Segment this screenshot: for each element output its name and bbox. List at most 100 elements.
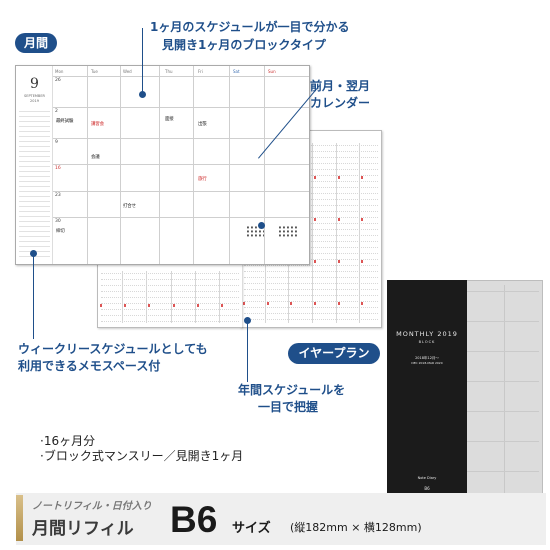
yearly-row-line [244,301,378,302]
yearly-holiday-mark [314,218,316,221]
yearly-row-line [244,241,378,242]
yearly-row-line [244,289,378,290]
yearly-holiday-mark [361,176,364,179]
yearly-row-line [244,295,378,296]
yearly-row-line [101,309,239,310]
handwriting-4: 出張 [198,122,207,127]
grid-row-line [53,138,309,139]
weekday-fri: Fri [198,69,203,74]
inside-page-row-line [467,471,539,472]
refill-cover: MONTHLY 2019 BLOCK 2018年12月～ DEC 2018-MA… [387,280,467,505]
grid-row-line [53,76,309,77]
monthly-spread: 9 SEPTEMBER 2019 Mon Tue Wed Thu Fri Sat… [15,65,310,265]
yearly-row-line [101,303,239,304]
memo-line [19,126,50,127]
cover-size: B6 [424,486,430,491]
grid-row-line [53,217,309,218]
yearly-row-line [101,291,239,292]
yearly-holiday-mark [148,304,151,307]
week-3-start: 9 [55,140,58,145]
feature-bullet-2: ·ブロック式マンスリー／見開き1ヶ月 [40,449,244,463]
yearly-row-line [244,217,378,218]
memo-line [19,191,50,192]
grid-column-line [193,66,194,264]
callout-calendar-line-2: カレンダー [310,96,371,110]
yearly-row-line [101,285,239,286]
memo-line [19,211,50,212]
memo-line [19,181,50,182]
banner-size-code: B6 [170,499,218,540]
memo-line [19,156,50,157]
handwriting-3: 面接 [165,117,174,122]
yearly-row-line [244,175,378,176]
weekday-mon: Mon [55,69,64,74]
yearly-row-line [244,169,378,170]
callout-memo-line-2: 利用できるメモスペース付 [18,359,161,373]
yearly-row-line [244,223,378,224]
yearly-grid-left [98,259,242,327]
inside-page-row-line [467,381,539,382]
yearly-row-line [244,277,378,278]
yearly-row-line [101,315,239,316]
feature-bullet-1: ·16ヶ月分 [40,434,96,448]
yearly-row-line [244,259,378,260]
memo-line [19,196,50,197]
yearly-row-line [244,145,378,146]
week-1-start: 26 [55,78,61,83]
inside-page-row-line [467,441,539,442]
memo-line [19,146,50,147]
memo-line [19,221,50,222]
banner-product-name: 月間リフィル [32,519,134,539]
yearly-holiday-mark [290,302,293,305]
yearly-column-line [335,143,337,323]
yearly-row-line [101,297,239,298]
yearly-holiday-mark [337,302,340,305]
yearly-row-line [244,319,378,320]
memo-line [19,171,50,172]
yearly-row-line [244,229,378,230]
callout-block-leader [142,28,143,92]
memo-line [19,141,50,142]
yearly-row-line [244,187,378,188]
memo-line [19,111,50,112]
banner-dimensions: (縦182mm × 横128mm) [290,521,422,534]
memo-line [19,216,50,217]
product-banner [16,493,546,545]
memo-line [19,186,50,187]
weekday-wed: Wed [123,69,132,74]
yearly-row-line [244,157,378,158]
grid-column-line [87,66,88,264]
grid-row-line [53,164,309,165]
yearly-row-line [244,211,378,212]
memo-line [19,246,50,247]
banner-size-label: サイズ [232,521,271,536]
month-year: 2019 [30,99,39,103]
memo-line [19,136,50,137]
yearly-holiday-mark [100,304,102,307]
cover-brand: Note Diary [417,476,437,480]
grid-column-line [159,66,160,264]
memo-line [19,116,50,117]
yearly-holiday-mark [314,176,316,179]
handwriting-6: 旅行 [198,177,207,182]
callout-year-line-2: 一目で把握 [258,400,319,414]
memo-column: 9 SEPTEMBER 2019 [16,66,53,264]
callout-year-leader [247,320,248,382]
yearly-holiday-mark [314,260,316,263]
yearly-row-line [244,271,378,272]
memo-line [19,151,50,152]
banner-subtitle: ノートリフィル・日付入り [32,501,152,512]
week-2-start: 2 [55,109,58,114]
yearly-row-line [244,205,378,206]
yearly-holiday-mark [124,304,127,307]
weekday-thu: Thu [165,69,173,74]
yearly-holiday-mark [361,218,364,221]
banner-accent-bar [16,495,23,541]
memo-line [19,241,50,242]
inside-page-row-line [467,321,539,322]
yearly-row-line [244,235,378,236]
week-5-start: 23 [55,193,61,198]
memo-line [19,236,50,237]
yearly-page-left [97,258,242,328]
yearly-row-line [101,321,239,322]
